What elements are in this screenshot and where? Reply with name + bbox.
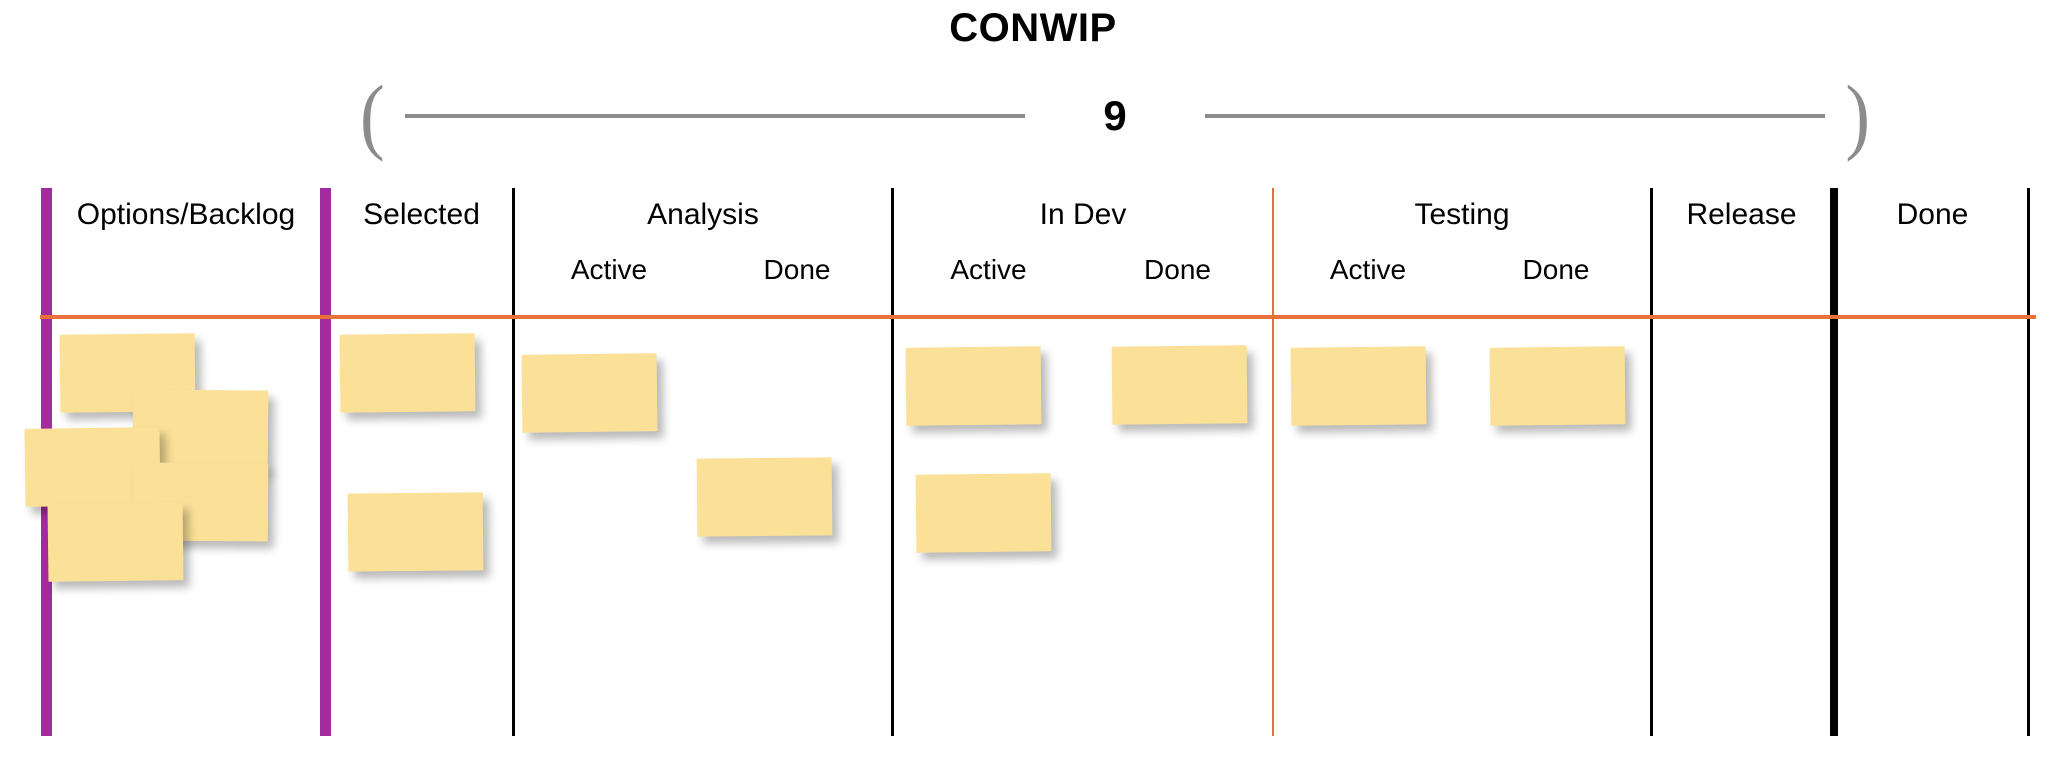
bracket-line-right [1204, 114, 1826, 118]
sticky-note[interactable] [696, 457, 833, 537]
column-header-selected: Selected [363, 198, 480, 231]
column-header-in-dev: In Dev [1039, 198, 1127, 231]
bracket-line-left [404, 114, 1026, 118]
commitment-line [40, 315, 2036, 319]
sticky-note[interactable] [1489, 346, 1626, 426]
column-header-release: Release [1686, 198, 1797, 231]
kanban-board: Options/Backlog Selected Analysis In Dev… [0, 188, 2066, 736]
sticky-note[interactable] [1111, 345, 1248, 425]
column-header-done: Done [1896, 198, 1969, 231]
page-title: CONWIP [949, 6, 1117, 50]
divider-indev-testing [1272, 188, 1274, 736]
sticky-note[interactable] [1290, 346, 1427, 426]
board-right-edge [2027, 188, 2030, 736]
bracket-right-icon: ) [1845, 68, 1871, 163]
conwip-limit-bracket: ( 9 ) [360, 68, 1871, 163]
conwip-bar-end [320, 188, 331, 736]
conwip-limit-value: 9 [1103, 92, 1127, 139]
divider-analysis-indev [891, 188, 894, 736]
sticky-note[interactable] [915, 473, 1052, 553]
subcolumn-header-indev-active: Active [950, 254, 1027, 285]
sticky-note[interactable] [339, 333, 476, 413]
subcolumn-header-analysis-done: Done [763, 254, 831, 285]
subcolumn-header-analysis-active: Active [570, 254, 648, 285]
sticky-note[interactable] [905, 346, 1042, 426]
sticky-note[interactable] [347, 492, 484, 572]
subcolumn-header-indev-done: Done [1144, 254, 1211, 285]
divider-testing-release [1650, 188, 1653, 736]
sticky-note[interactable] [47, 502, 184, 582]
subcolumn-header-testing-done: Done [1522, 254, 1590, 285]
subcolumn-header-testing-active: Active [1329, 254, 1407, 285]
sticky-note[interactable] [521, 353, 658, 433]
column-header-testing: Testing [1414, 198, 1510, 231]
bracket-left-icon: ( [360, 68, 385, 163]
column-header-analysis: Analysis [647, 198, 759, 231]
divider-selected-analysis [512, 188, 515, 736]
divider-release-done [1830, 188, 1838, 736]
column-header-options-backlog: Options/Backlog [76, 198, 296, 231]
